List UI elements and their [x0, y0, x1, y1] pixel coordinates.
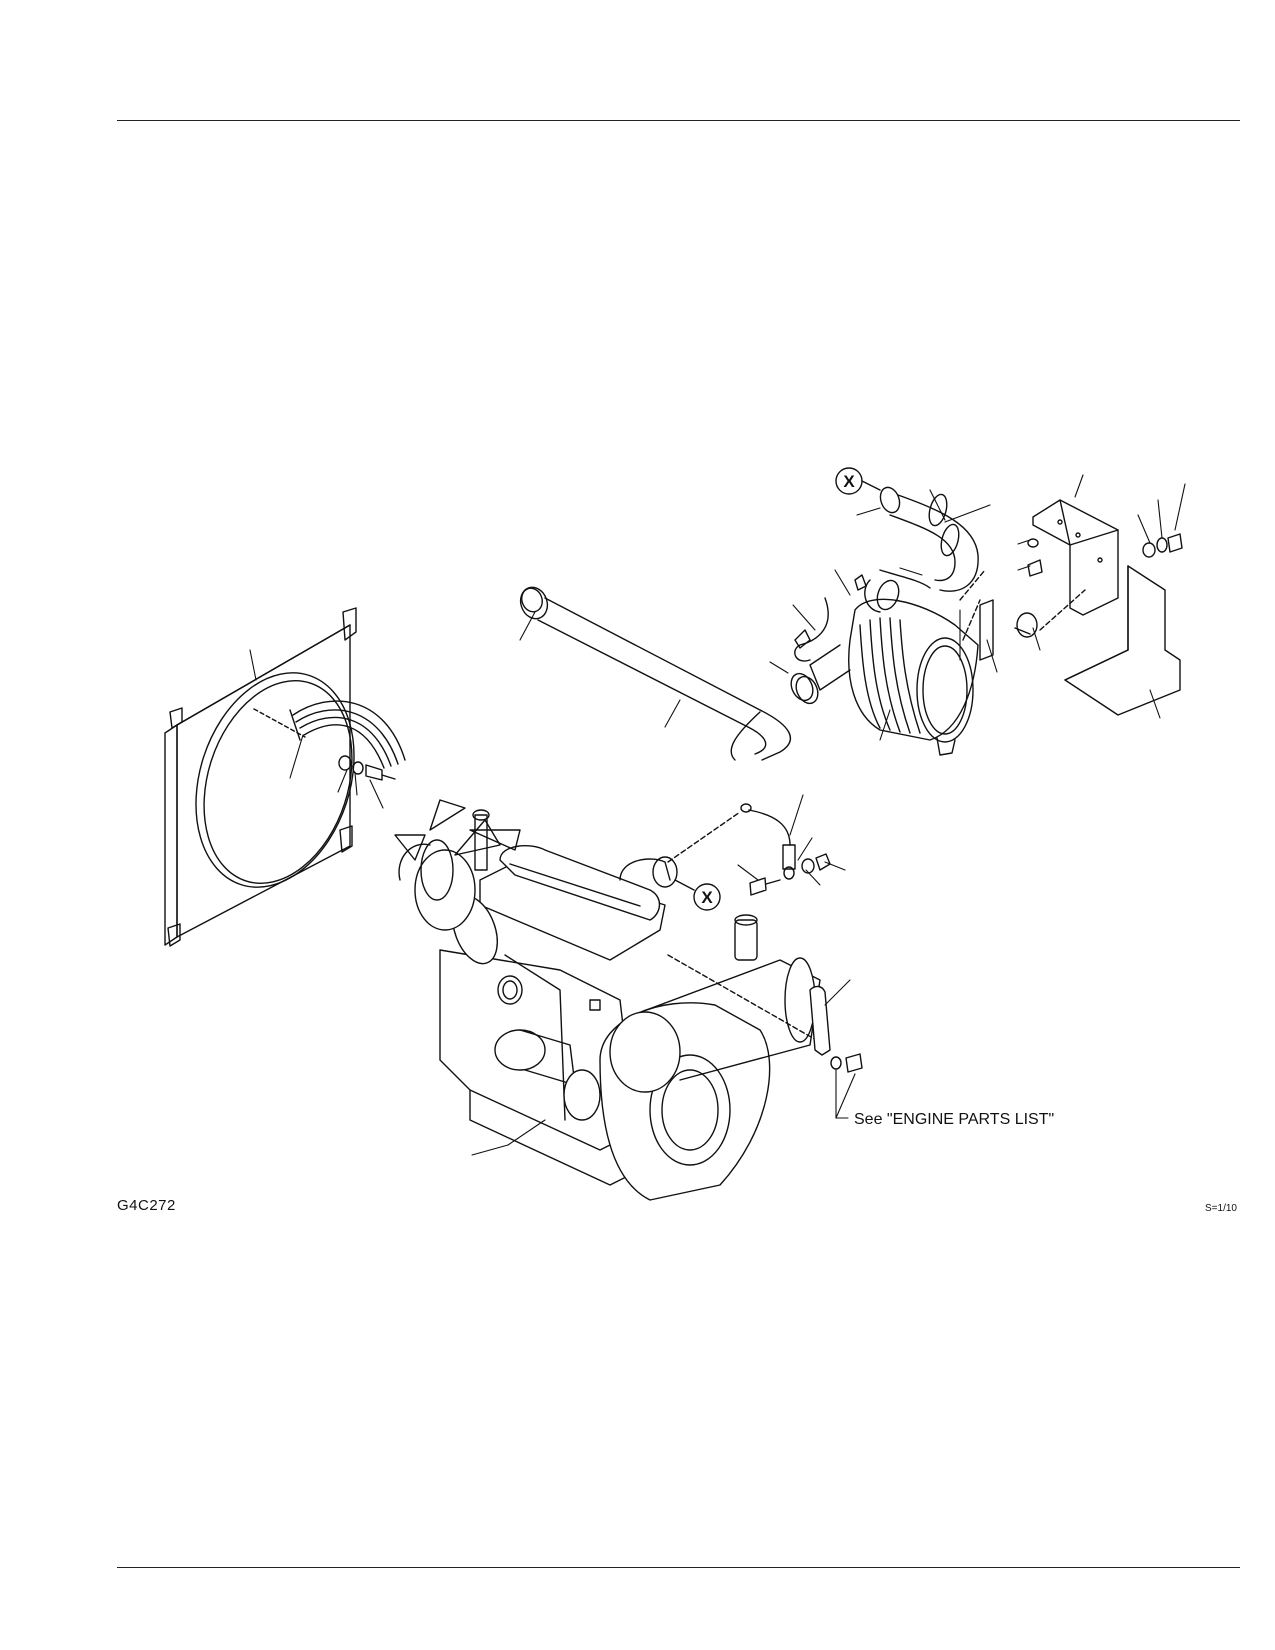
air-cleaner — [809, 598, 979, 756]
engine-fasteners — [667, 803, 863, 1073]
connector-x-bottom: X — [674, 879, 721, 911]
bracket-cover — [1064, 565, 1181, 716]
top-rule — [117, 120, 1240, 121]
shroud-bolt-set — [338, 755, 396, 781]
connector-x-bottom-label: X — [701, 888, 713, 907]
engine-assembly — [394, 799, 821, 1201]
indicator-wire — [794, 574, 867, 662]
radiator-shroud — [164, 607, 357, 947]
fan-guard — [289, 700, 406, 769]
air-cleaner-bracket — [1032, 499, 1119, 616]
engine-parts-list-note: See "ENGINE PARTS LIST" — [854, 1111, 1054, 1128]
intake-hose — [519, 586, 819, 761]
figure-scale: S=1/10 — [1205, 1203, 1237, 1214]
engine-parts-callout — [835, 1069, 856, 1119]
figure-code: G4C272 — [117, 1197, 176, 1214]
assembly-lines — [959, 569, 1086, 641]
intake-elbow-hose — [864, 486, 979, 613]
bottom-rule — [117, 1567, 1240, 1568]
leader-lines — [249, 474, 1186, 1156]
connector-x-top: X — [835, 467, 881, 495]
connector-x-top-label: X — [843, 472, 855, 491]
